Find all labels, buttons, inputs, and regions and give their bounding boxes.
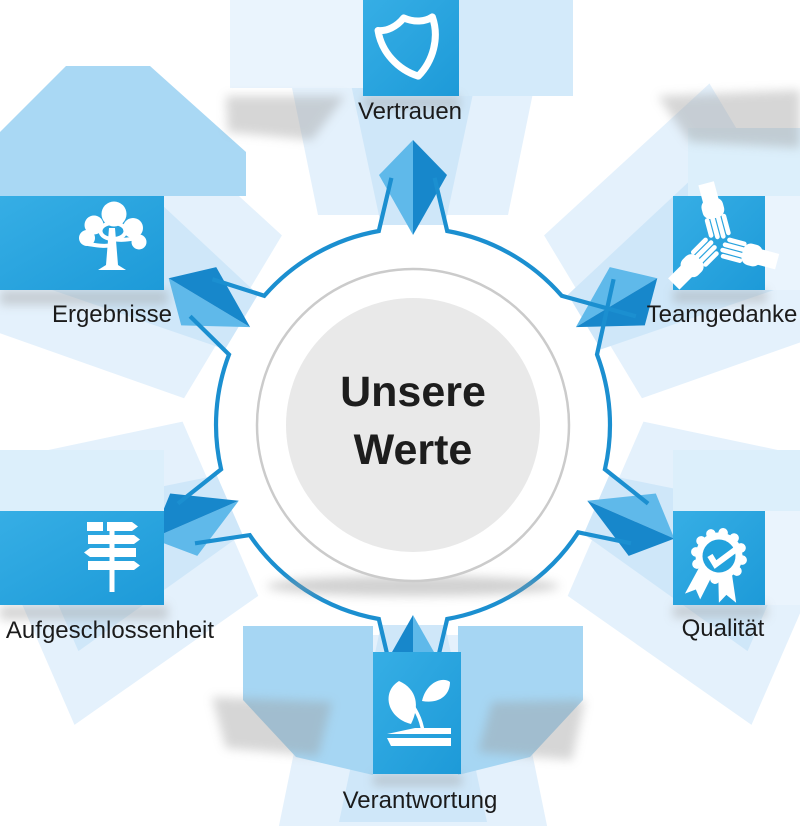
fold-above-aufgeschlossenheit [0, 450, 164, 511]
fold-top-left [230, 0, 363, 88]
signpost-icon [84, 522, 140, 592]
ribbon-folds-layer [0, 0, 800, 775]
fold-above-qualitaet [673, 450, 800, 511]
fold-right-teamgedanke [765, 196, 800, 290]
quality-seal-icon [684, 528, 747, 603]
diagram-title-line1: Unsere [340, 368, 486, 416]
fold-ergebnisse-banner [0, 66, 246, 196]
value-label-aufgeschlossenheit: Aufgeschlossenheit [6, 617, 214, 644]
value-label-vertrauen: Vertrauen [358, 98, 462, 125]
value-label-teamgedanke: Teamgedanke [647, 301, 798, 328]
tile-aufgeschlossenheit [0, 511, 164, 605]
labels-layer: Vertrauen Teamgedanke Qualität Verantwor… [6, 98, 797, 814]
center-circle-shadow [267, 576, 559, 596]
value-label-ergebnisse: Ergebnisse [52, 301, 172, 328]
team-hands-icon [668, 181, 780, 290]
shadows-layer [0, 90, 800, 786]
sprout-hand-icon [387, 679, 451, 746]
center-circle-inner [286, 298, 540, 552]
fold-bottom-left-wing [243, 626, 373, 775]
ring [176, 177, 650, 673]
tile-vertrauen [363, 0, 459, 96]
value-label-verantwortung: Verantwortung [343, 787, 498, 814]
tree-icon [79, 201, 147, 270]
center-circle: Unsere Werte [255, 267, 571, 596]
diagram-title-line2: Werte [354, 426, 473, 474]
icons-layer [79, 13, 780, 746]
fold-top-right [459, 0, 573, 96]
shield-icon [374, 13, 439, 80]
value-label-qualitaet: Qualität [682, 615, 765, 642]
fold-right-qualitaet [765, 511, 800, 605]
